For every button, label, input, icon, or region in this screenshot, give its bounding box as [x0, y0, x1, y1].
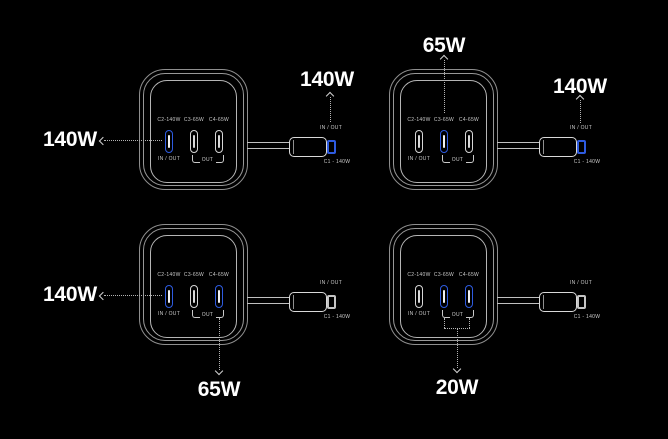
out-group-label: OUT	[201, 157, 214, 163]
cable-port-name: C1 - 140W	[573, 159, 601, 165]
usb-c-plug-tip	[577, 295, 586, 309]
port-label: C4-65W	[458, 117, 480, 123]
usb-c-port-1	[165, 130, 173, 153]
charger-body-mid	[143, 73, 244, 186]
usb-c-plug-tip	[327, 140, 336, 154]
out-bracket-left	[442, 310, 450, 318]
arrowhead-left-icon	[98, 291, 108, 301]
diagram-top-right: C2-140W C3-65W C4-65W IN / OUT OUT IN / …	[250, 0, 607, 219]
usb-c-port-3	[215, 285, 223, 308]
charger-body-mid	[393, 228, 494, 341]
callout-ports23-watts: 20W	[435, 376, 479, 399]
usb-c-plug	[289, 292, 327, 312]
charger-body-face	[400, 235, 487, 338]
usb-c-port-3	[465, 130, 473, 153]
cable-port-name: C1 - 140W	[323, 159, 351, 165]
usb-c-port-2	[440, 285, 448, 308]
port-label: C4-65W	[208, 117, 230, 123]
usb-c-port-3	[215, 130, 223, 153]
callout-port1-watts: 140W	[42, 283, 97, 306]
arrowhead-down-icon	[214, 366, 224, 376]
cable	[497, 297, 539, 304]
charger-body-mid	[393, 73, 494, 186]
callout-cable-watts: 140W	[552, 75, 608, 98]
port-label: C4-65W	[208, 272, 230, 278]
charger-body-face	[150, 80, 237, 183]
port-label: C3-65W	[183, 272, 205, 278]
callout-bracket	[444, 318, 445, 328]
cable-port-name: C1 - 140W	[573, 314, 601, 320]
callout-cable-watts: 140W	[299, 68, 355, 91]
cable-io-label: IN / OUT	[569, 280, 593, 286]
usb-c-plug	[289, 137, 327, 157]
charger-body-outer	[389, 69, 498, 190]
port-label: C2-140W	[407, 117, 431, 123]
out-bracket-left	[192, 155, 200, 163]
usb-c-port-1	[415, 130, 423, 153]
cable	[247, 297, 289, 304]
charger-body-outer	[139, 224, 248, 345]
cable	[247, 142, 289, 149]
arrowhead-down-icon	[452, 364, 462, 374]
out-bracket-left	[442, 155, 450, 163]
cable-io-label: IN / OUT	[319, 125, 343, 131]
port-label: C3-65W	[433, 272, 455, 278]
callout-line	[444, 60, 445, 113]
out-group-label: OUT	[451, 157, 464, 163]
port1-io-label: IN / OUT	[407, 156, 431, 162]
callout-port2-watts: 65W	[422, 34, 466, 57]
usb-c-port-2	[190, 285, 198, 308]
callout-port1-watts: 140W	[42, 128, 97, 151]
out-group-label: OUT	[451, 312, 464, 318]
callout-line	[104, 295, 162, 296]
charger-body-face	[400, 80, 487, 183]
usb-c-port-2	[190, 130, 198, 153]
callout-line	[580, 100, 581, 123]
charger-body-outer	[139, 69, 248, 190]
usb-c-plug-tip	[577, 140, 586, 154]
port1-io-label: IN / OUT	[157, 156, 181, 162]
diagram-top-left: C2-140W C3-65W C4-65W IN / OUT OUT IN / …	[0, 0, 354, 219]
out-bracket-right	[216, 155, 224, 163]
charger-body-mid	[143, 228, 244, 341]
usb-c-plug-tip	[327, 295, 336, 309]
usb-c-plug	[539, 137, 577, 157]
port1-io-label: IN / OUT	[157, 311, 181, 317]
callout-line	[330, 97, 331, 122]
arrowhead-left-icon	[98, 136, 108, 146]
port-label: C2-140W	[407, 272, 431, 278]
usb-c-port-2	[440, 130, 448, 153]
port-label: C2-140W	[157, 272, 181, 278]
usb-c-port-1	[415, 285, 423, 308]
callout-line	[457, 328, 458, 368]
out-bracket-right	[466, 155, 474, 163]
out-bracket-right	[466, 310, 474, 318]
cable-io-label: IN / OUT	[319, 280, 343, 286]
diagram-bottom-right: C2-140W C3-65W C4-65W IN / OUT OUT IN / …	[250, 155, 600, 398]
cable-io-label: IN / OUT	[569, 125, 593, 131]
usb-c-port-3	[465, 285, 473, 308]
callout-bracket	[469, 318, 470, 328]
out-bracket-right	[216, 310, 224, 318]
port-label: C2-140W	[157, 117, 181, 123]
callout-line	[104, 140, 162, 141]
callout-line	[219, 318, 220, 370]
port-label: C3-65W	[433, 117, 455, 123]
cable-port-name: C1 - 140W	[323, 314, 351, 320]
usb-c-plug	[539, 292, 577, 312]
out-group-label: OUT	[201, 312, 214, 318]
out-bracket-left	[192, 310, 200, 318]
cable	[497, 142, 539, 149]
charger-body-outer	[389, 224, 498, 345]
port-label: C3-65W	[183, 117, 205, 123]
port-label: C4-65W	[458, 272, 480, 278]
port1-io-label: IN / OUT	[407, 311, 431, 317]
diagram-bottom-left: C2-140W C3-65W C4-65W IN / OUT OUT IN / …	[0, 155, 350, 400]
charger-body-face	[150, 235, 237, 338]
usb-c-port-1	[165, 285, 173, 308]
callout-port3-watts: 65W	[197, 378, 241, 401]
